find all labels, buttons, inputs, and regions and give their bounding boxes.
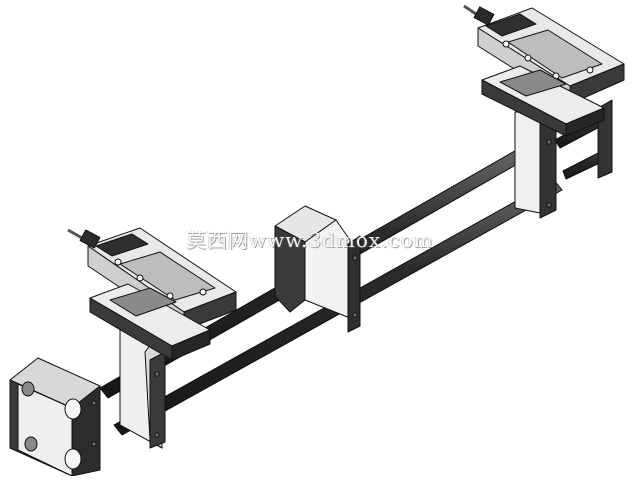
mount-hole	[64, 398, 82, 420]
middle-support-bracket	[274, 205, 361, 333]
rear-gripper-unit	[463, 4, 625, 137]
mount-hole	[21, 381, 35, 397]
front-gripper-unit	[67, 227, 237, 361]
front-carriage	[119, 329, 166, 449]
left-end-plate	[9, 357, 101, 477]
mount-hole	[24, 436, 38, 452]
mount-hole	[64, 448, 82, 470]
